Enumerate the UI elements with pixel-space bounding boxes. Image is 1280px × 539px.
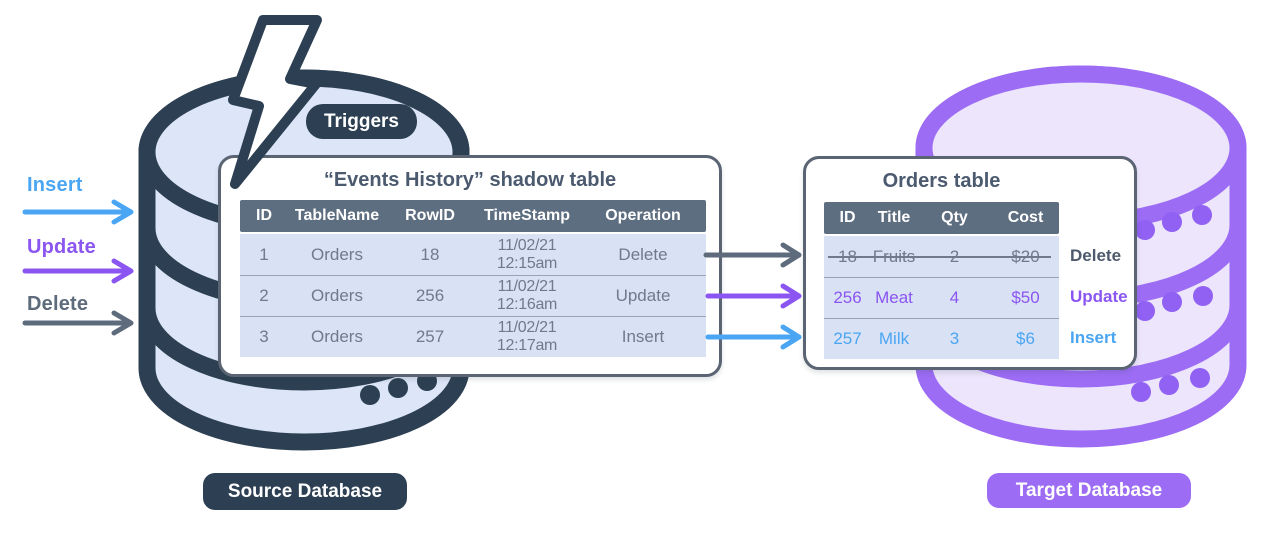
operation-update-label: Update bbox=[1070, 286, 1128, 306]
triggers-badge: Triggers bbox=[306, 104, 417, 139]
orders-row-inserted: 257 Milk 3 $6 bbox=[824, 318, 1059, 359]
cell-rowid: 256 bbox=[415, 286, 445, 305]
strikethrough-line bbox=[828, 255, 1051, 258]
shadow-table-row: 2 Orders 256 11/02/21 12:16am Update bbox=[240, 275, 706, 316]
cell-tablename: Orders bbox=[311, 244, 363, 264]
col-operation: Operation bbox=[605, 207, 681, 224]
cell-cost: $6 bbox=[1016, 329, 1035, 348]
cell-id: 2 bbox=[259, 286, 269, 305]
cell-tablename: Orders bbox=[311, 286, 363, 305]
orders-row-updated: 256 Meat 4 $50 bbox=[824, 277, 1059, 318]
shadow-table-row: 3 Orders 257 11/02/21 12:17am Insert bbox=[240, 316, 706, 357]
orders-row-deleted: 18 Fruits 2 $20 bbox=[824, 236, 1059, 277]
events-history-card-title: “Events History” shadow table bbox=[323, 169, 617, 191]
target-cylinder-dots bbox=[1131, 205, 1213, 402]
col-rowid: RowID bbox=[405, 207, 455, 224]
cell-id: 3 bbox=[259, 327, 269, 346]
cell-id: 256 bbox=[833, 288, 862, 307]
cell-operation: Delete bbox=[618, 244, 668, 264]
shadow-table-row: 1 Orders 18 11/02/21 12:15am Delete bbox=[240, 234, 706, 275]
shadow-table-header: ID TableName RowID TimeStamp Operation bbox=[240, 200, 706, 232]
col-title: Title bbox=[877, 209, 911, 226]
orders-table: ID Title Qty Cost 18 Fruits 2 $20 256 Me… bbox=[824, 202, 1059, 359]
update-arrow bbox=[22, 258, 134, 284]
insert-arrow bbox=[22, 199, 134, 225]
cell-tablename: Orders bbox=[311, 327, 363, 346]
target-database-label: Target Database bbox=[987, 473, 1191, 508]
operation-delete-label: Delete bbox=[1070, 245, 1122, 265]
cell-title: Milk bbox=[878, 329, 910, 348]
cell-operation: Update bbox=[615, 286, 671, 305]
cell-qty: 3 bbox=[949, 329, 960, 348]
col-qty: Qty bbox=[941, 209, 968, 226]
cell-timestamp: 11/02/21 12:15am bbox=[496, 236, 558, 272]
legend-insert-label: Insert bbox=[27, 174, 83, 196]
cell-timestamp: 11/02/21 12:16am bbox=[496, 278, 558, 313]
shadow-table: ID TableName RowID TimeStamp Operation 1… bbox=[240, 200, 706, 357]
legend-delete-label: Delete bbox=[27, 293, 89, 315]
col-id: ID bbox=[839, 209, 856, 226]
events-history-card: “Events History” shadow table ID TableNa… bbox=[218, 155, 722, 377]
cell-timestamp: 11/02/21 12:17am bbox=[496, 319, 558, 354]
cell-rowid: 18 bbox=[420, 244, 440, 264]
cell-title: Meat bbox=[875, 288, 913, 307]
operation-insert-label: Insert bbox=[1070, 327, 1117, 347]
col-id: ID bbox=[256, 207, 272, 224]
orders-table-header: ID Title Qty Cost bbox=[824, 202, 1059, 234]
cell-operation: Insert bbox=[621, 327, 665, 346]
orders-table-title: Orders table bbox=[882, 170, 1001, 192]
cell-qty: 4 bbox=[949, 288, 960, 307]
delete-arrow bbox=[22, 310, 134, 336]
col-cost: Cost bbox=[1007, 209, 1044, 226]
source-database-label: Source Database bbox=[203, 473, 407, 510]
legend-update-label: Update bbox=[27, 236, 96, 258]
col-tablename: TableName bbox=[294, 207, 380, 224]
cell-rowid: 257 bbox=[415, 327, 445, 346]
orders-table-card: Orders table ID Title Qty Cost 18 Fruits… bbox=[803, 156, 1137, 370]
cell-id: 1 bbox=[259, 244, 269, 264]
cell-cost: $50 bbox=[1011, 288, 1040, 307]
cell-id: 257 bbox=[833, 329, 862, 348]
operation-labels: Delete Update Insert bbox=[1070, 235, 1128, 358]
col-timestamp: TimeStamp bbox=[484, 207, 570, 224]
